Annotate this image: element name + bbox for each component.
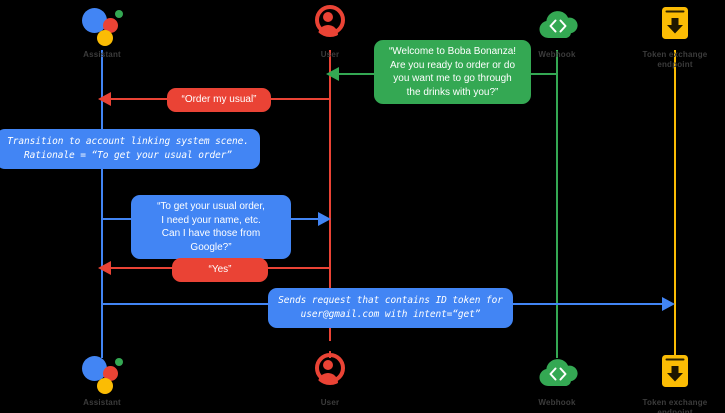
assistant-dot-red [103,18,118,33]
arrowhead-user-yes [98,261,111,275]
actor-endpoint-top: Token exchange endpoint [615,2,725,70]
cloud-code-icon [535,2,579,46]
message-bubble-account-linking-prompt[interactable]: “To get your usual order, I need your na… [131,195,291,259]
arrowhead-account-linking-prompt [318,212,331,226]
message-bubble-user-yes[interactable]: “Yes” [172,258,268,282]
actor-label-assistant: Assistant [83,50,121,59]
actor-label-user: User [320,398,340,407]
download-box-icon [653,2,697,46]
note-bubble-transition[interactable]: Transition to account linking system sce… [0,129,260,169]
actor-label-user: User [320,50,340,59]
download-box-icon [653,350,697,394]
message-bubble-order-my-usual[interactable]: “Order my usual” [167,88,271,112]
actor-user-bottom: User [270,350,390,408]
cloud-code-icon [535,350,579,394]
assistant-dot-yellow [97,30,113,46]
lifeline-assistant [101,50,103,358]
user-avatar-body [318,373,338,387]
lifeline-endpoint [674,50,676,358]
arrowhead-order-my-usual [98,92,111,106]
user-avatar-head [323,360,333,370]
actor-label-endpoint: Token exchange endpoint [642,398,708,413]
actor-user-top: User [270,2,390,60]
message-bubble-welcome-prompt[interactable]: “Welcome to Boba Bonanza! Are you ready … [374,40,531,104]
user-avatar-body [318,25,338,39]
google-assistant-dots-icon [80,350,124,394]
google-assistant-dots-icon [80,2,124,46]
user-avatar-mask [313,351,347,385]
actor-label-webhook: Webhook [538,398,576,407]
arrowhead-welcome-prompt [326,67,339,81]
actor-label-endpoint: Token exchange endpoint [642,50,708,69]
user-avatar-icon [308,2,352,46]
user-avatar-mask [313,3,347,37]
note-bubble-token-request[interactable]: Sends request that contains ID token for… [268,288,513,328]
actor-assistant-top: Assistant [42,2,162,60]
lifeline-webhook [556,50,558,358]
actor-endpoint-bottom: Token exchange endpoint [615,350,725,413]
actor-label-webhook: Webhook [538,50,576,59]
assistant-dot-green [115,10,123,18]
actor-webhook-bottom: Webhook [497,350,617,408]
assistant-dot-green [115,358,123,366]
assistant-dot-blue [82,356,107,381]
assistant-dot-blue [82,8,107,33]
user-avatar-icon [308,350,352,394]
actor-webhook-top: Webhook [497,2,617,60]
actor-label-assistant: Assistant [83,398,121,407]
assistant-dot-yellow [97,378,113,394]
actor-assistant-bottom: Assistant [42,350,162,408]
lifeline-user [329,50,331,358]
arrowhead-token-request [662,297,675,311]
assistant-dot-red [103,366,118,381]
user-avatar-head [323,12,333,22]
